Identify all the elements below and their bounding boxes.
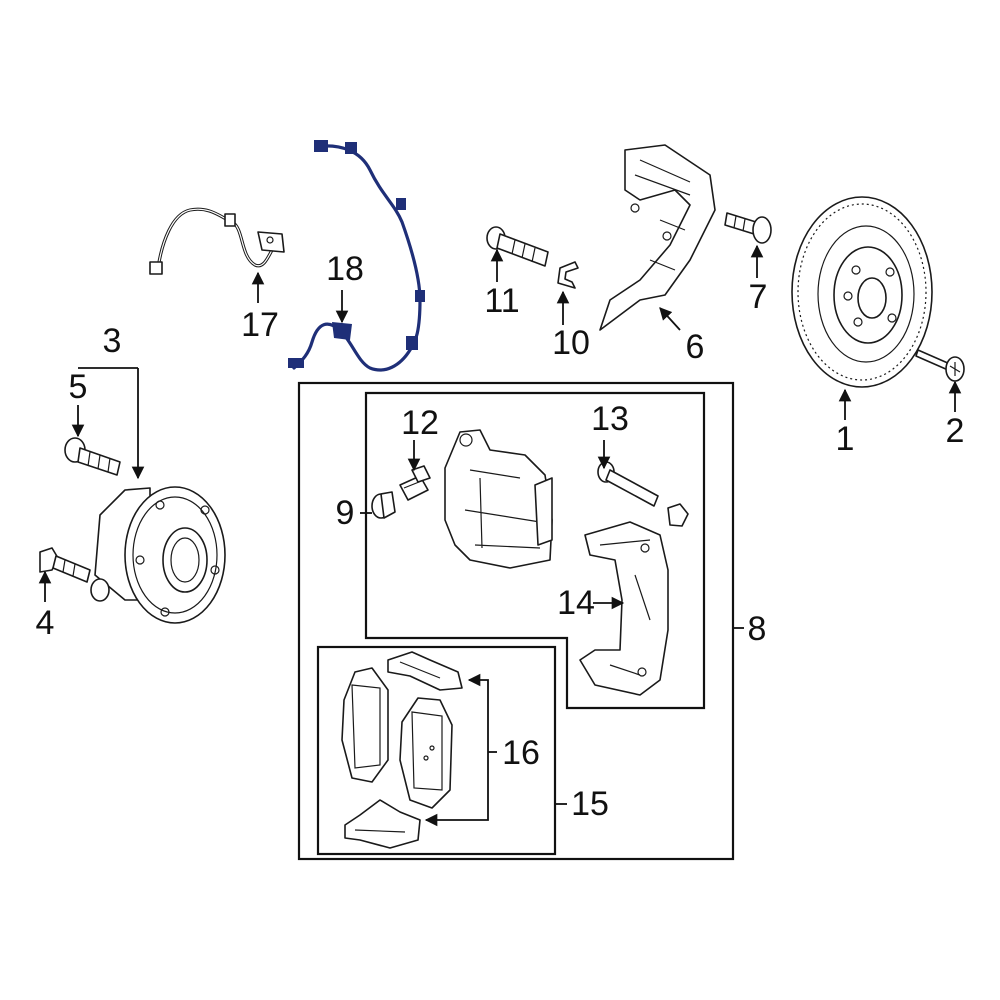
callout-6: 6: [686, 328, 705, 366]
caliper-housing[interactable]: [444, 429, 553, 569]
retaining-clip[interactable]: [557, 261, 579, 289]
pin-boot[interactable]: [371, 491, 396, 519]
hub-bearing-assembly[interactable]: [90, 486, 226, 624]
wheel-stud[interactable]: [64, 437, 121, 476]
pad-kit-frame: [316, 645, 557, 856]
callout-14: 14: [557, 584, 595, 622]
splash-shield[interactable]: [599, 144, 716, 331]
caliper-subgroup-frame: [364, 391, 706, 710]
callout-13: 13: [591, 400, 629, 438]
callout-10: 10: [552, 324, 590, 362]
caliper-assembly-frame: [297, 381, 735, 861]
brake-hose[interactable]: [149, 207, 285, 275]
callout-7: 7: [749, 278, 768, 316]
callout-9: 9: [336, 494, 355, 532]
callout-15: 15: [571, 785, 609, 823]
slide-bolt[interactable]: [597, 461, 659, 507]
callout-18: 18: [326, 250, 364, 288]
callout-16: 16: [502, 734, 540, 772]
abs-sensor-wire[interactable]: [288, 140, 425, 372]
callout-3: 3: [103, 322, 122, 360]
callout-5: 5: [69, 368, 88, 406]
callout-2: 2: [946, 412, 965, 450]
hub-bolt[interactable]: [39, 547, 91, 583]
brake-pad-inner[interactable]: [399, 697, 453, 809]
pad-clip-upper[interactable]: [387, 651, 463, 691]
callout-8: 8: [748, 610, 767, 648]
callout-17: 17: [241, 306, 279, 344]
shield-bolt[interactable]: [724, 212, 772, 244]
bolt-cap[interactable]: [667, 503, 689, 527]
brake-pad-outer[interactable]: [341, 667, 389, 783]
rotor-screw[interactable]: [915, 349, 965, 382]
brake-rotor[interactable]: [791, 196, 933, 388]
guide-pin[interactable]: [399, 465, 431, 501]
pad-clip-lower[interactable]: [344, 799, 421, 849]
caliper-mount-bolt[interactable]: [486, 226, 549, 267]
callout-12: 12: [401, 404, 439, 442]
callout-11: 11: [484, 282, 519, 320]
callout-1: 1: [836, 420, 855, 458]
callout-labels: 1 2 3 4 5 6 7 8 9 10 11 12 13 14 15 16 1…: [36, 250, 965, 823]
leader-lines: [38, 244, 962, 827]
callout-4: 4: [36, 604, 55, 642]
